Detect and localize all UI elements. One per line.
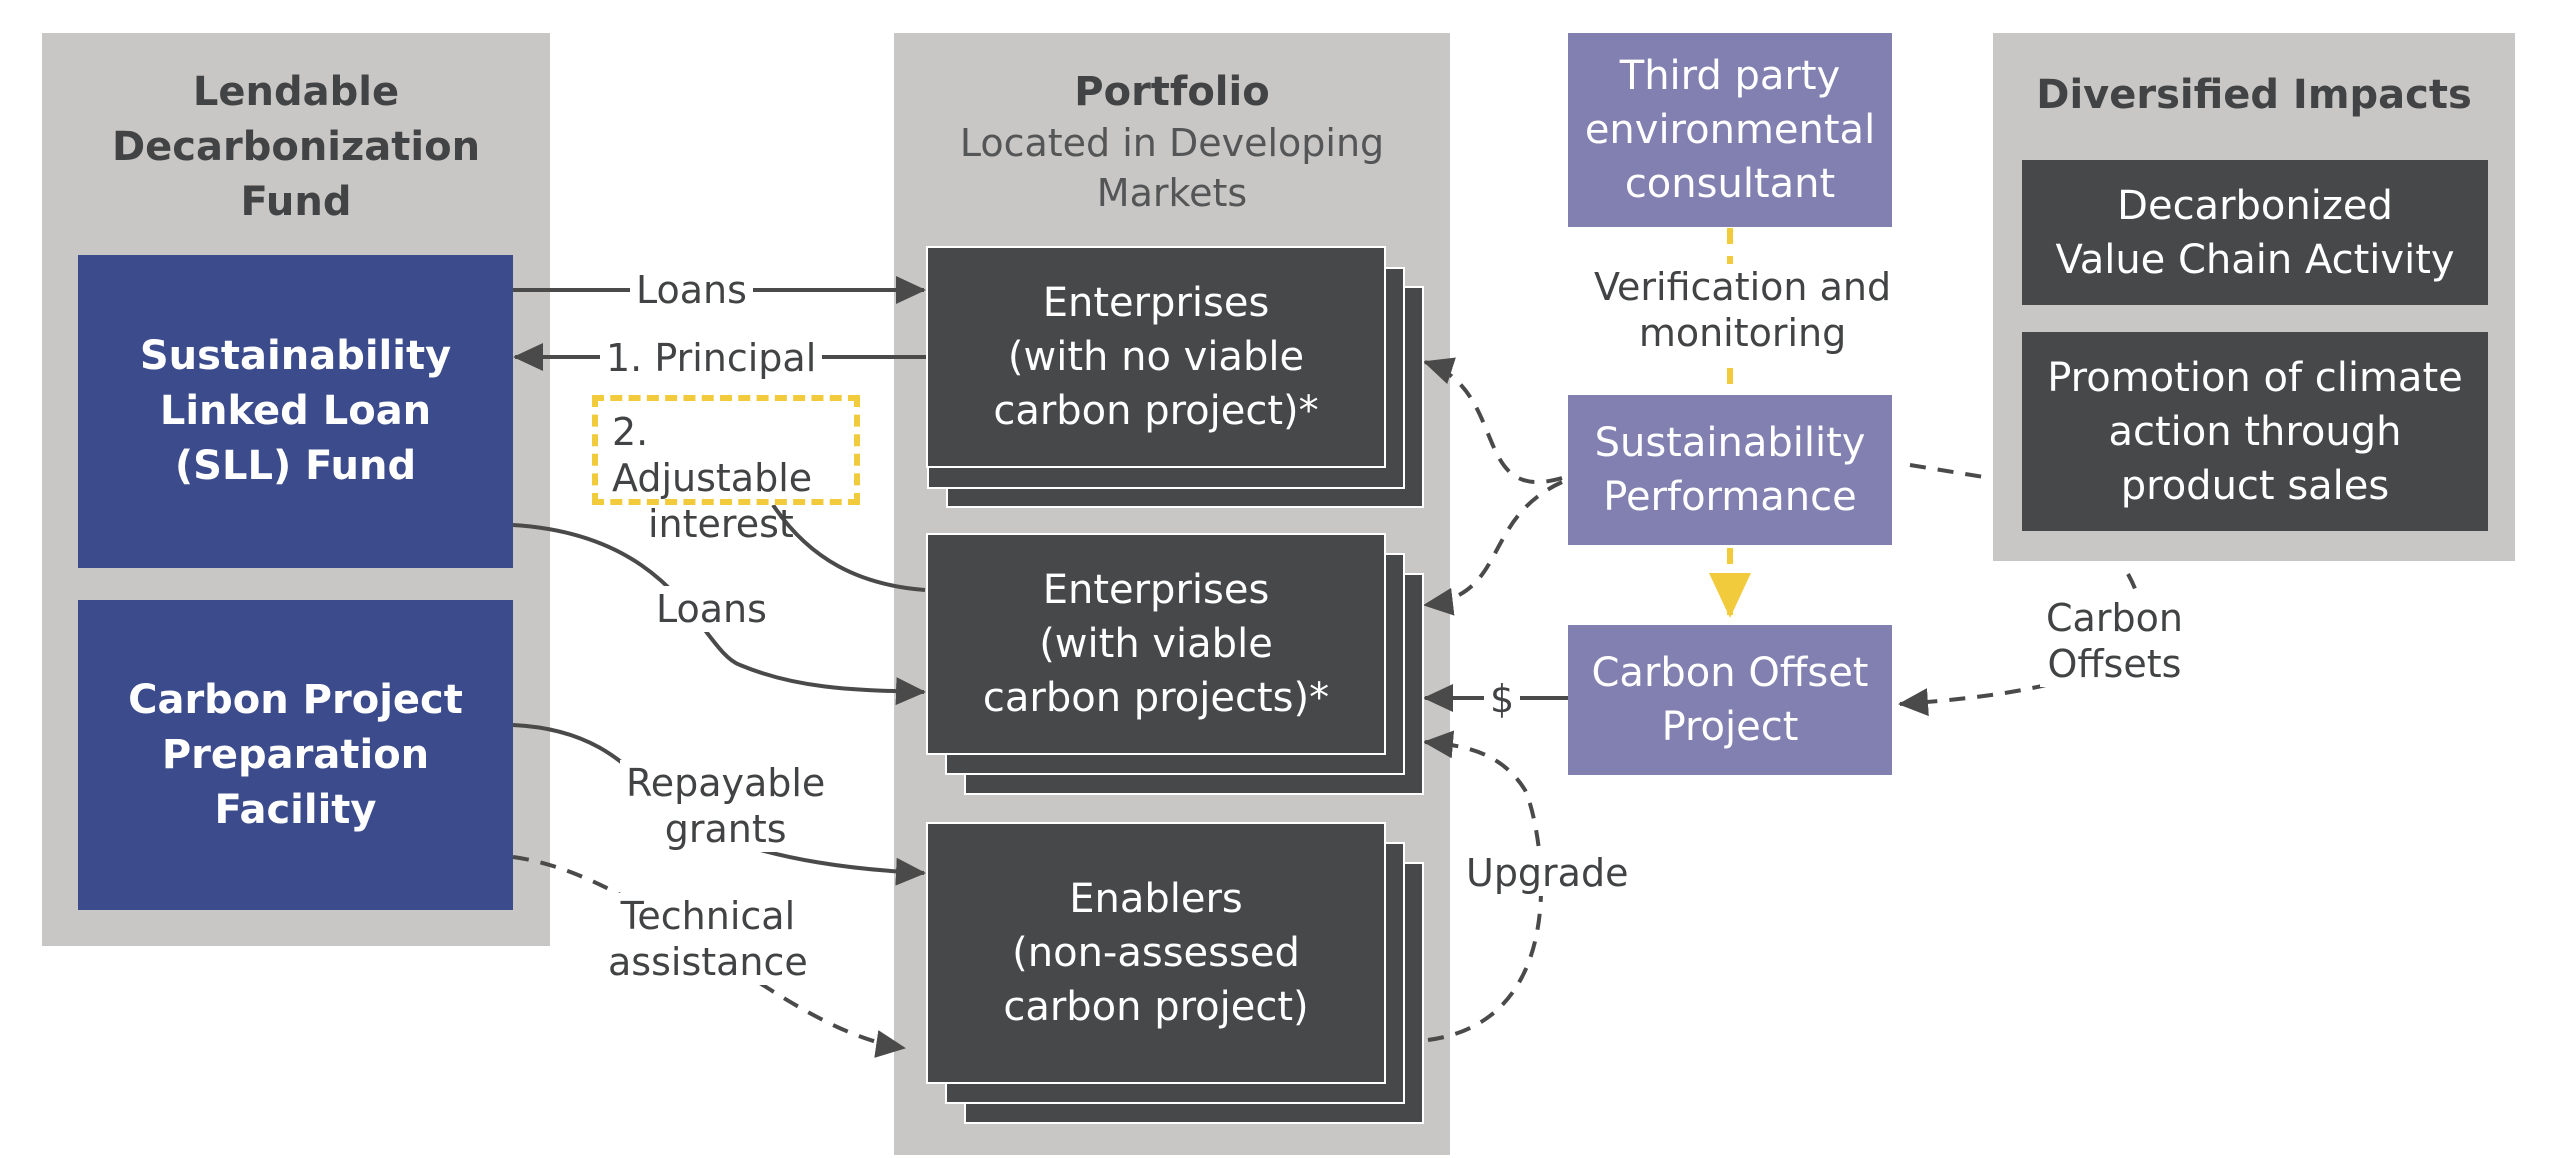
adjustable-interest-box: 2. Adjustable interest <box>592 395 860 546</box>
portfolio-subtitle: Located in Developing Markets <box>959 121 1385 215</box>
carbon-project-preparation-facility-box: Carbon Project Preparation Facility <box>78 600 513 910</box>
third-party-consultant-box: Third party environmental consultant <box>1568 33 1892 227</box>
sp-to-enterprises-viable <box>1423 480 1563 616</box>
decarbonized-value-chain-box: Decarbonized Value Chain Activity <box>2022 160 2488 305</box>
enterprises-viable-box: Enterprises (with viable carbon projects… <box>926 533 1386 755</box>
fund-title: Lendable Decarbonization Fund <box>111 69 481 225</box>
enablers-box: Enablers (non-assessed carbon project) <box>926 822 1386 1084</box>
sustainability-performance-box: Sustainability Performance <box>1568 395 1892 545</box>
dollar-label: $ <box>1484 676 1521 722</box>
sll-fund-box: Sustainability Linked Loan (SLL) Fund <box>78 255 513 568</box>
portfolio-title: Portfolio <box>1074 69 1270 115</box>
repayable-grants-label: Repayable grants <box>620 760 832 852</box>
principal-label: 1. Principal <box>600 335 823 381</box>
loans-mid-arrow <box>512 523 926 706</box>
impacts-title: Diversified Impacts <box>2036 72 2472 118</box>
verification-monitoring-label: Verification and monitoring <box>1588 264 1898 356</box>
enterprises-no-viable-box: Enterprises (with no viable carbon proje… <box>926 246 1386 468</box>
sp-to-enterprises-no-viable <box>1423 357 1563 485</box>
upgrade-arrow <box>1423 730 1544 1042</box>
adjustable-interest-line <box>771 503 926 592</box>
promotion-climate-action-box: Promotion of climate action through prod… <box>2022 332 2488 531</box>
loans-mid-label: Loans <box>650 586 773 632</box>
upgrade-label: Upgrade <box>1460 850 1635 896</box>
carbon-offsets-label: Carbon Offsets <box>2040 595 2189 687</box>
technical-assistance-label: Technical assistance <box>602 893 814 985</box>
carbon-offset-project-box: Carbon Offset Project <box>1568 625 1892 775</box>
loans-top-label: Loans <box>630 267 753 313</box>
technical-assistance-arrow <box>512 855 906 1058</box>
impacts-to-sp-line <box>1909 463 1991 480</box>
